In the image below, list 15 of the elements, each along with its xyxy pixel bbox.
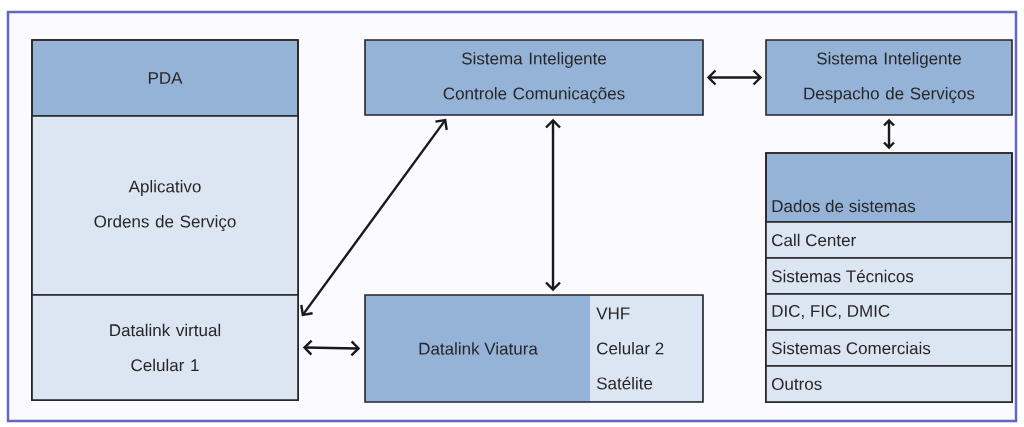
system-box: Sistema Inteligente Despacho de Serviços [765, 39, 1013, 116]
table-row: Sistemas Comerciais [765, 329, 1013, 367]
arrow [300, 118, 448, 317]
table-row: Outros [765, 365, 1013, 403]
table-row: DIC, FIC, DMIC [765, 293, 1013, 331]
arrow [545, 118, 561, 292]
link-panel: Datalink virtual Celular 1 [31, 294, 299, 401]
table-row: Call Center [765, 221, 1013, 259]
channel-panel: VHF Celular 2 Satélite [590, 296, 702, 401]
arrow [883, 118, 895, 150]
arrow [706, 69, 763, 86]
arrow [302, 339, 361, 357]
system-box: Sistema Inteligente Controle Comunicações [364, 39, 704, 116]
table-row: Sistemas Técnicos [765, 257, 1013, 295]
app-panel: Aplicativo Ordens de Serviço [31, 115, 299, 296]
